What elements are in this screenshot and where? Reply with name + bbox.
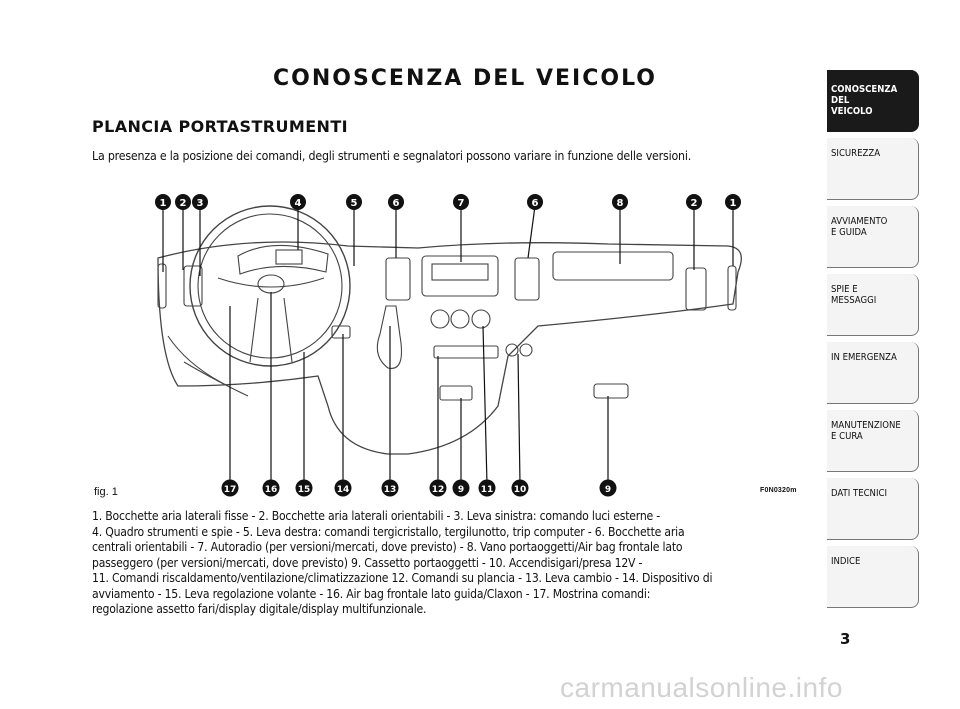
lower-compartment bbox=[439, 385, 473, 401]
tab-manutenzione-e-cura[interactable]: MANUTENZIONE E CURA bbox=[827, 410, 919, 472]
svg-text:4: 4 bbox=[295, 198, 302, 209]
svg-text:9: 9 bbox=[458, 485, 464, 495]
left-vent bbox=[183, 265, 203, 307]
callout-3: 3 bbox=[192, 194, 208, 210]
callout-2: 2 bbox=[175, 194, 191, 210]
glovebox-top bbox=[552, 251, 674, 281]
svg-text:16: 16 bbox=[265, 485, 278, 495]
caption-line: 4. Quadro strumenti e spie - 5. Leva des… bbox=[92, 524, 685, 539]
center-vent-left bbox=[385, 257, 411, 301]
svg-text:7: 7 bbox=[458, 198, 465, 209]
callouts-top: 1 2 3 4 5 6 7 6 8 2 1 bbox=[155, 194, 741, 210]
callout-14: 14 bbox=[334, 479, 352, 497]
svg-text:10: 10 bbox=[514, 485, 527, 495]
callout-11: 11 bbox=[478, 479, 496, 497]
callout-17: 17 bbox=[221, 479, 239, 497]
page-main-title: CONOSCENZA DEL VEICOLO bbox=[272, 66, 658, 91]
caption-line: 11. Comandi riscaldamento/ventilazione/c… bbox=[92, 571, 713, 585]
tab-in-emergenza[interactable]: IN EMERGENZA bbox=[827, 342, 919, 404]
svg-text:15: 15 bbox=[298, 485, 311, 495]
svg-text:12: 12 bbox=[432, 485, 445, 495]
svg-text:3: 3 bbox=[197, 198, 204, 209]
callout-8: 8 bbox=[612, 194, 628, 210]
tab-sicurezza[interactable]: SICUREZZA bbox=[827, 138, 919, 200]
page-number: 3 bbox=[840, 630, 851, 648]
svg-text:6: 6 bbox=[393, 198, 400, 209]
callout-2b: 2 bbox=[686, 194, 702, 210]
callout-9a: 9 bbox=[452, 479, 470, 497]
climate-knob-3 bbox=[471, 309, 491, 329]
svg-text:6: 6 bbox=[532, 198, 539, 209]
callout-16: 16 bbox=[262, 479, 280, 497]
section-title: PLANCIA PORTASTRUMENTI bbox=[92, 117, 348, 136]
tab-dati-tecnici[interactable]: DATI TECNICI bbox=[827, 478, 919, 540]
right-vent bbox=[685, 267, 707, 311]
tab-spie-e-messaggi[interactable]: SPIE E MESSAGGI bbox=[827, 274, 919, 336]
callout-6a: 6 bbox=[388, 194, 404, 210]
caption-line: regolazione assetto fari/display digital… bbox=[92, 602, 427, 616]
figure-code: F0N0320m bbox=[760, 487, 797, 494]
caption-line: passeggero (per versioni/mercati, dove p… bbox=[92, 555, 643, 570]
gear-lever bbox=[376, 305, 403, 369]
svg-text:14: 14 bbox=[337, 485, 350, 495]
callout-12: 12 bbox=[429, 479, 447, 497]
svg-text:5: 5 bbox=[351, 198, 358, 209]
instrument-cluster bbox=[237, 244, 329, 275]
callouts-bottom: 17 16 15 14 13 12 9 11 10 9 bbox=[221, 479, 617, 497]
svg-text:2: 2 bbox=[691, 198, 698, 209]
wheel-hub-logo bbox=[257, 274, 285, 294]
callout-10: 10 bbox=[511, 479, 529, 497]
callout-1: 1 bbox=[155, 194, 171, 210]
svg-text:9: 9 bbox=[605, 485, 611, 495]
svg-text:1: 1 bbox=[730, 198, 737, 209]
dashboard-illustration: 1 2 3 4 5 6 7 6 8 2 1 17 16 15 14 13 12 … bbox=[155, 194, 742, 497]
svg-text:11: 11 bbox=[481, 485, 494, 495]
tab-avviamento-e-guida[interactable]: AVVIAMENTO E GUIDA bbox=[827, 206, 919, 268]
caption-line: avviamento - 15. Leva regolazione volant… bbox=[92, 586, 651, 601]
svg-text:13: 13 bbox=[384, 485, 397, 495]
watermark: carmanualsonline.info bbox=[560, 672, 843, 703]
glovebox-handle bbox=[593, 383, 629, 399]
figure-caption: 1. Bocchette aria laterali fisse - 2. Bo… bbox=[92, 509, 812, 618]
callout-4: 4 bbox=[290, 194, 306, 210]
steering-wheel bbox=[189, 205, 351, 367]
radio-unit bbox=[421, 255, 499, 297]
svg-text:1: 1 bbox=[160, 198, 167, 209]
callout-9b: 9 bbox=[599, 479, 617, 497]
tab-indice[interactable]: INDICE bbox=[827, 546, 919, 608]
dashboard-outline bbox=[157, 241, 742, 455]
svg-text:8: 8 bbox=[617, 198, 624, 209]
callout-7: 7 bbox=[453, 194, 469, 210]
center-vent-right bbox=[514, 257, 540, 301]
cigarette-lighter bbox=[505, 343, 519, 357]
figure-label: fig. 1 bbox=[94, 486, 118, 498]
caption-line: centrali orientabili - 7. Autoradio (per… bbox=[92, 540, 683, 554]
climate-knob-2 bbox=[450, 309, 470, 329]
callout-1b: 1 bbox=[725, 194, 741, 210]
callout-5: 5 bbox=[346, 194, 362, 210]
callout-13: 13 bbox=[381, 479, 399, 497]
climate-knob-1 bbox=[430, 309, 450, 329]
caption-line: 1. Bocchette aria laterali fisse - 2. Bo… bbox=[92, 509, 661, 523]
svg-text:2: 2 bbox=[180, 198, 187, 209]
callout-6b: 6 bbox=[527, 194, 543, 210]
svg-text:17: 17 bbox=[224, 485, 237, 495]
switch-bar bbox=[433, 345, 499, 359]
intro-text: La presenza e la posizione dei comandi, … bbox=[92, 149, 692, 163]
chapter-sidebar: CONOSCENZA DEL VEICOLO SICUREZZA AVVIAME… bbox=[827, 70, 919, 614]
callout-15: 15 bbox=[295, 479, 313, 497]
tab-conoscenza-del-veicolo[interactable]: CONOSCENZA DEL VEICOLO bbox=[827, 70, 919, 132]
